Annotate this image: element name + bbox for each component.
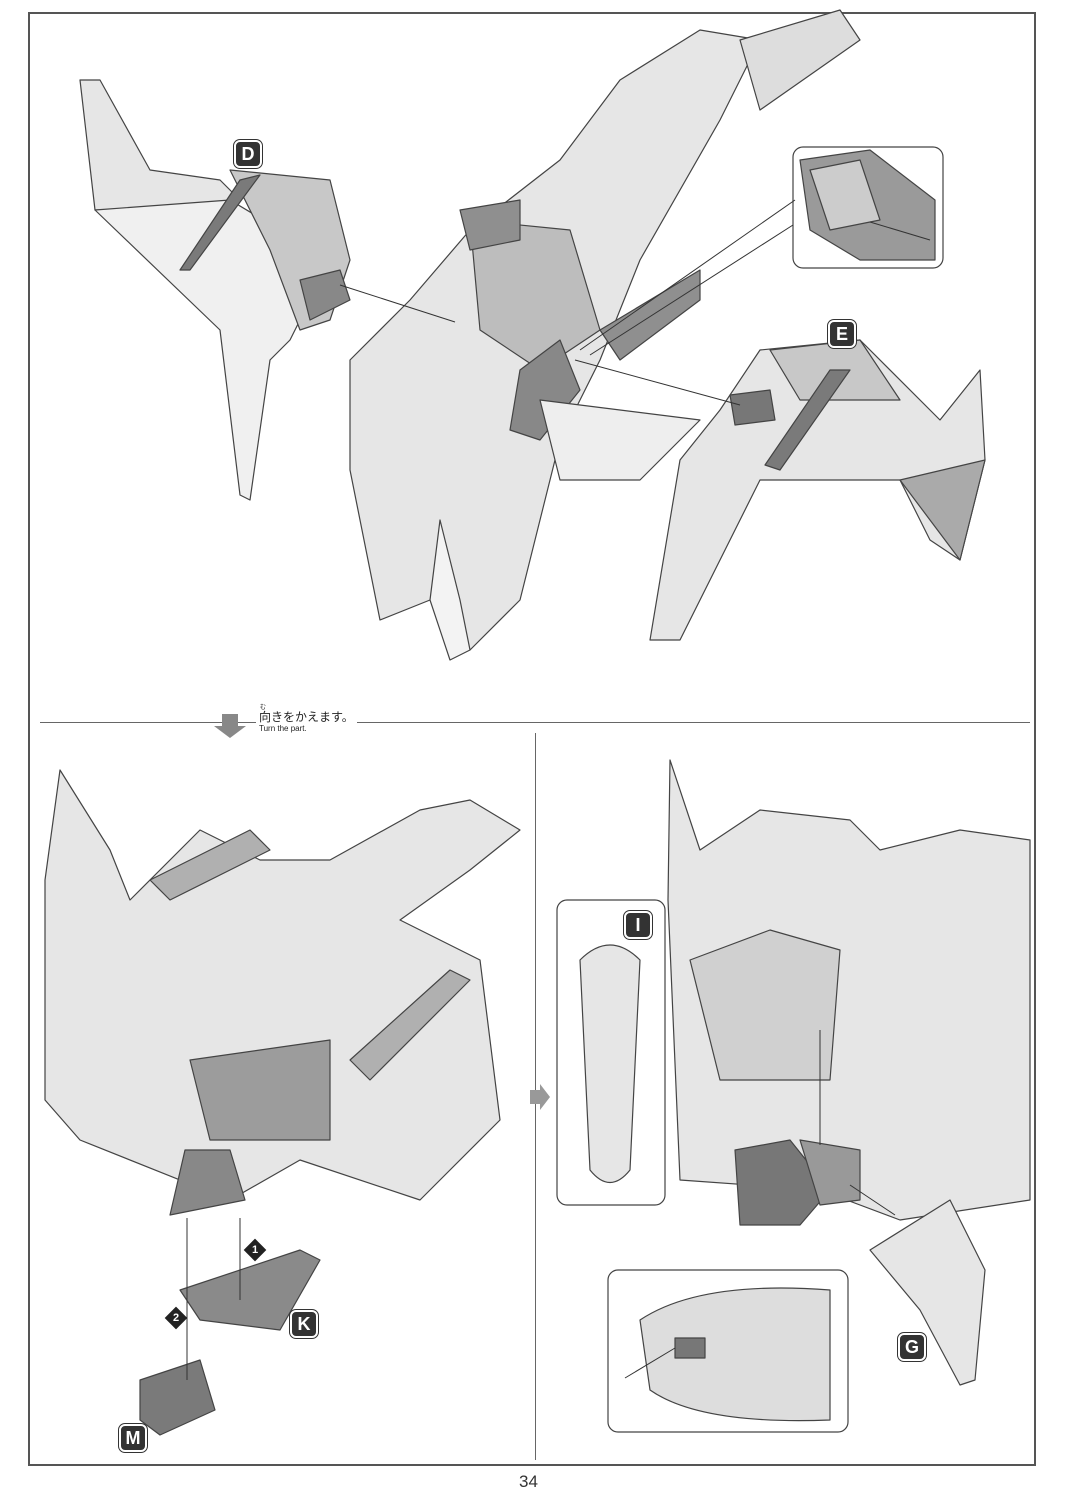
section-divider (40, 722, 1030, 723)
page-frame (28, 12, 1036, 1466)
page-number: 34 (519, 1472, 538, 1491)
bottom-left-arrows (186, 1218, 241, 1380)
part-label-m: M (119, 1424, 147, 1452)
part-label-d: D (234, 140, 262, 168)
bottom-right-drawing (556, 759, 1031, 1433)
step-1-number: 1 (251, 1244, 259, 1256)
turn-arrow-icon (214, 714, 246, 738)
part-e-drawing (649, 339, 986, 641)
step-2-number: 2 (172, 1312, 180, 1324)
turn-part-instruction: む 向きをかえます。 Turn the part. (256, 705, 357, 733)
part-label-g: G (898, 1333, 926, 1361)
furigana: む (260, 705, 267, 711)
instruction-english: Turn the part. (259, 724, 307, 733)
next-step-arrow-icon (530, 1084, 550, 1110)
part-d-drawing (79, 79, 351, 501)
part-label-k: K (290, 1310, 318, 1338)
main-body-drawing (349, 9, 861, 661)
instruction-japanese: 向きをかえます。 (259, 710, 354, 724)
bottom-left-drawing (44, 769, 521, 1436)
part-label-i: I (624, 911, 652, 939)
bottom-right-arrows (624, 1030, 896, 1379)
part-label-e: E (828, 320, 856, 348)
assembly-arrows (339, 199, 931, 406)
